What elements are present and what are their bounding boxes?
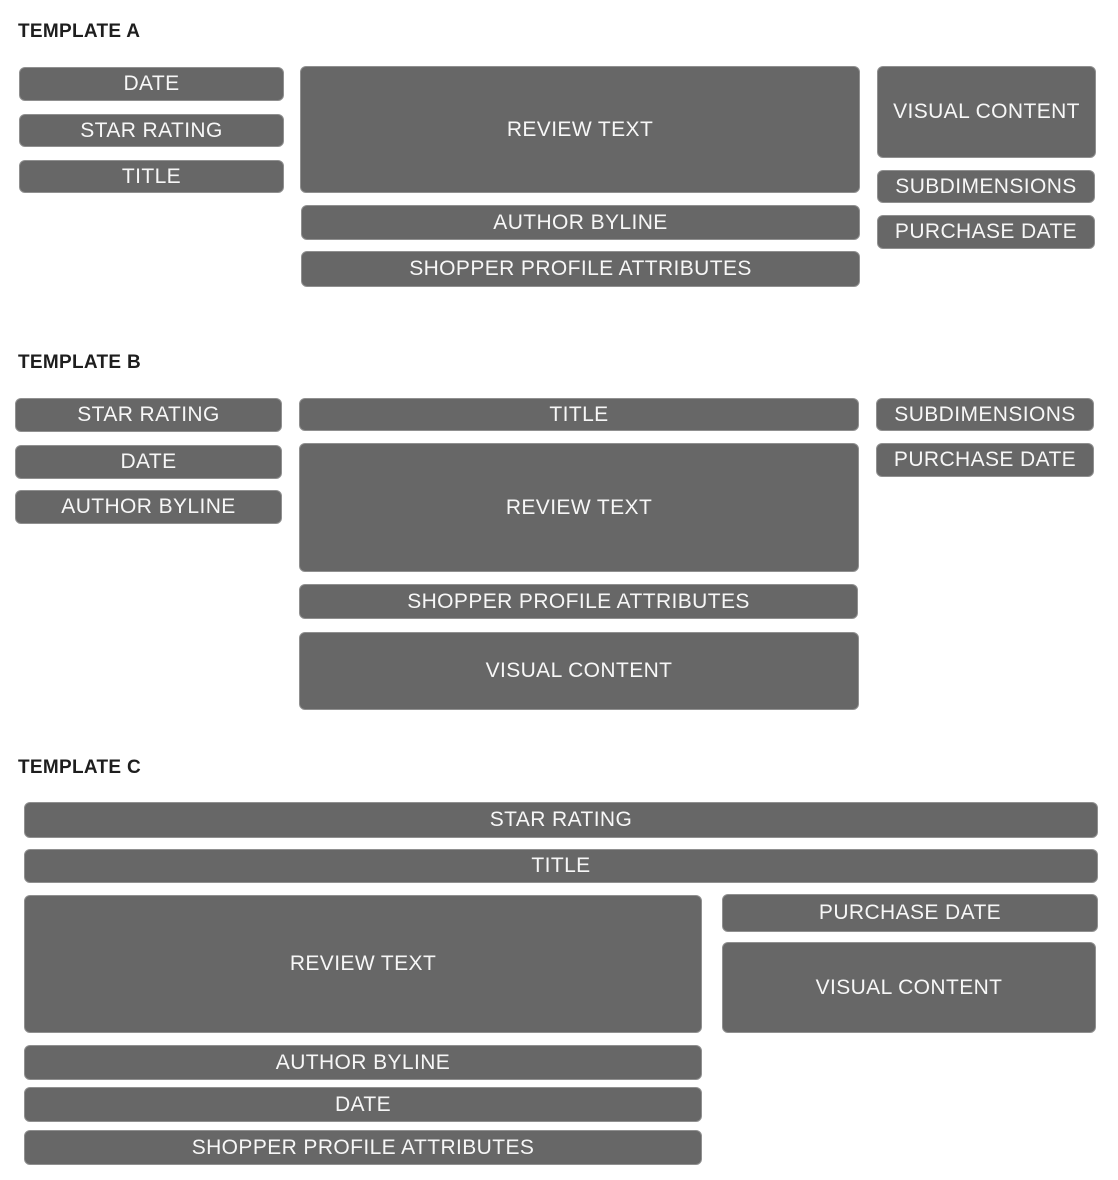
template-c-heading: TEMPLATE C [18, 757, 141, 778]
box-shopper-profile-attributes: SHOPPER PROFILE ATTRIBUTES [301, 251, 860, 287]
box-shopper-profile-attributes: SHOPPER PROFILE ATTRIBUTES [299, 584, 858, 619]
template-a-heading: TEMPLATE A [18, 21, 141, 42]
box-review-text: REVIEW TEXT [299, 443, 859, 572]
box-shopper-profile-attributes: SHOPPER PROFILE ATTRIBUTES [24, 1130, 702, 1165]
template-b-heading: TEMPLATE B [18, 352, 141, 373]
box-review-text: REVIEW TEXT [24, 895, 702, 1033]
box-date: DATE [15, 445, 282, 479]
box-star-rating: STAR RATING [19, 114, 284, 147]
box-author-byline: AUTHOR BYLINE [15, 490, 282, 524]
box-title: TITLE [24, 849, 1098, 883]
box-star-rating: STAR RATING [24, 802, 1098, 838]
box-purchase-date: PURCHASE DATE [876, 443, 1094, 477]
box-purchase-date: PURCHASE DATE [722, 894, 1098, 932]
box-star-rating: STAR RATING [15, 398, 282, 432]
box-title: TITLE [19, 160, 284, 193]
box-date: DATE [24, 1087, 702, 1122]
box-visual-content: VISUAL CONTENT [877, 66, 1096, 158]
box-author-byline: AUTHOR BYLINE [301, 205, 860, 240]
box-purchase-date: PURCHASE DATE [877, 215, 1095, 249]
box-title: TITLE [299, 398, 859, 431]
box-visual-content: VISUAL CONTENT [722, 942, 1096, 1033]
box-subdimensions: SUBDIMENSIONS [877, 170, 1095, 203]
box-author-byline: AUTHOR BYLINE [24, 1045, 702, 1080]
box-visual-content: VISUAL CONTENT [299, 632, 859, 710]
box-date: DATE [19, 67, 284, 101]
box-review-text: REVIEW TEXT [300, 66, 860, 193]
box-subdimensions: SUBDIMENSIONS [876, 398, 1094, 431]
